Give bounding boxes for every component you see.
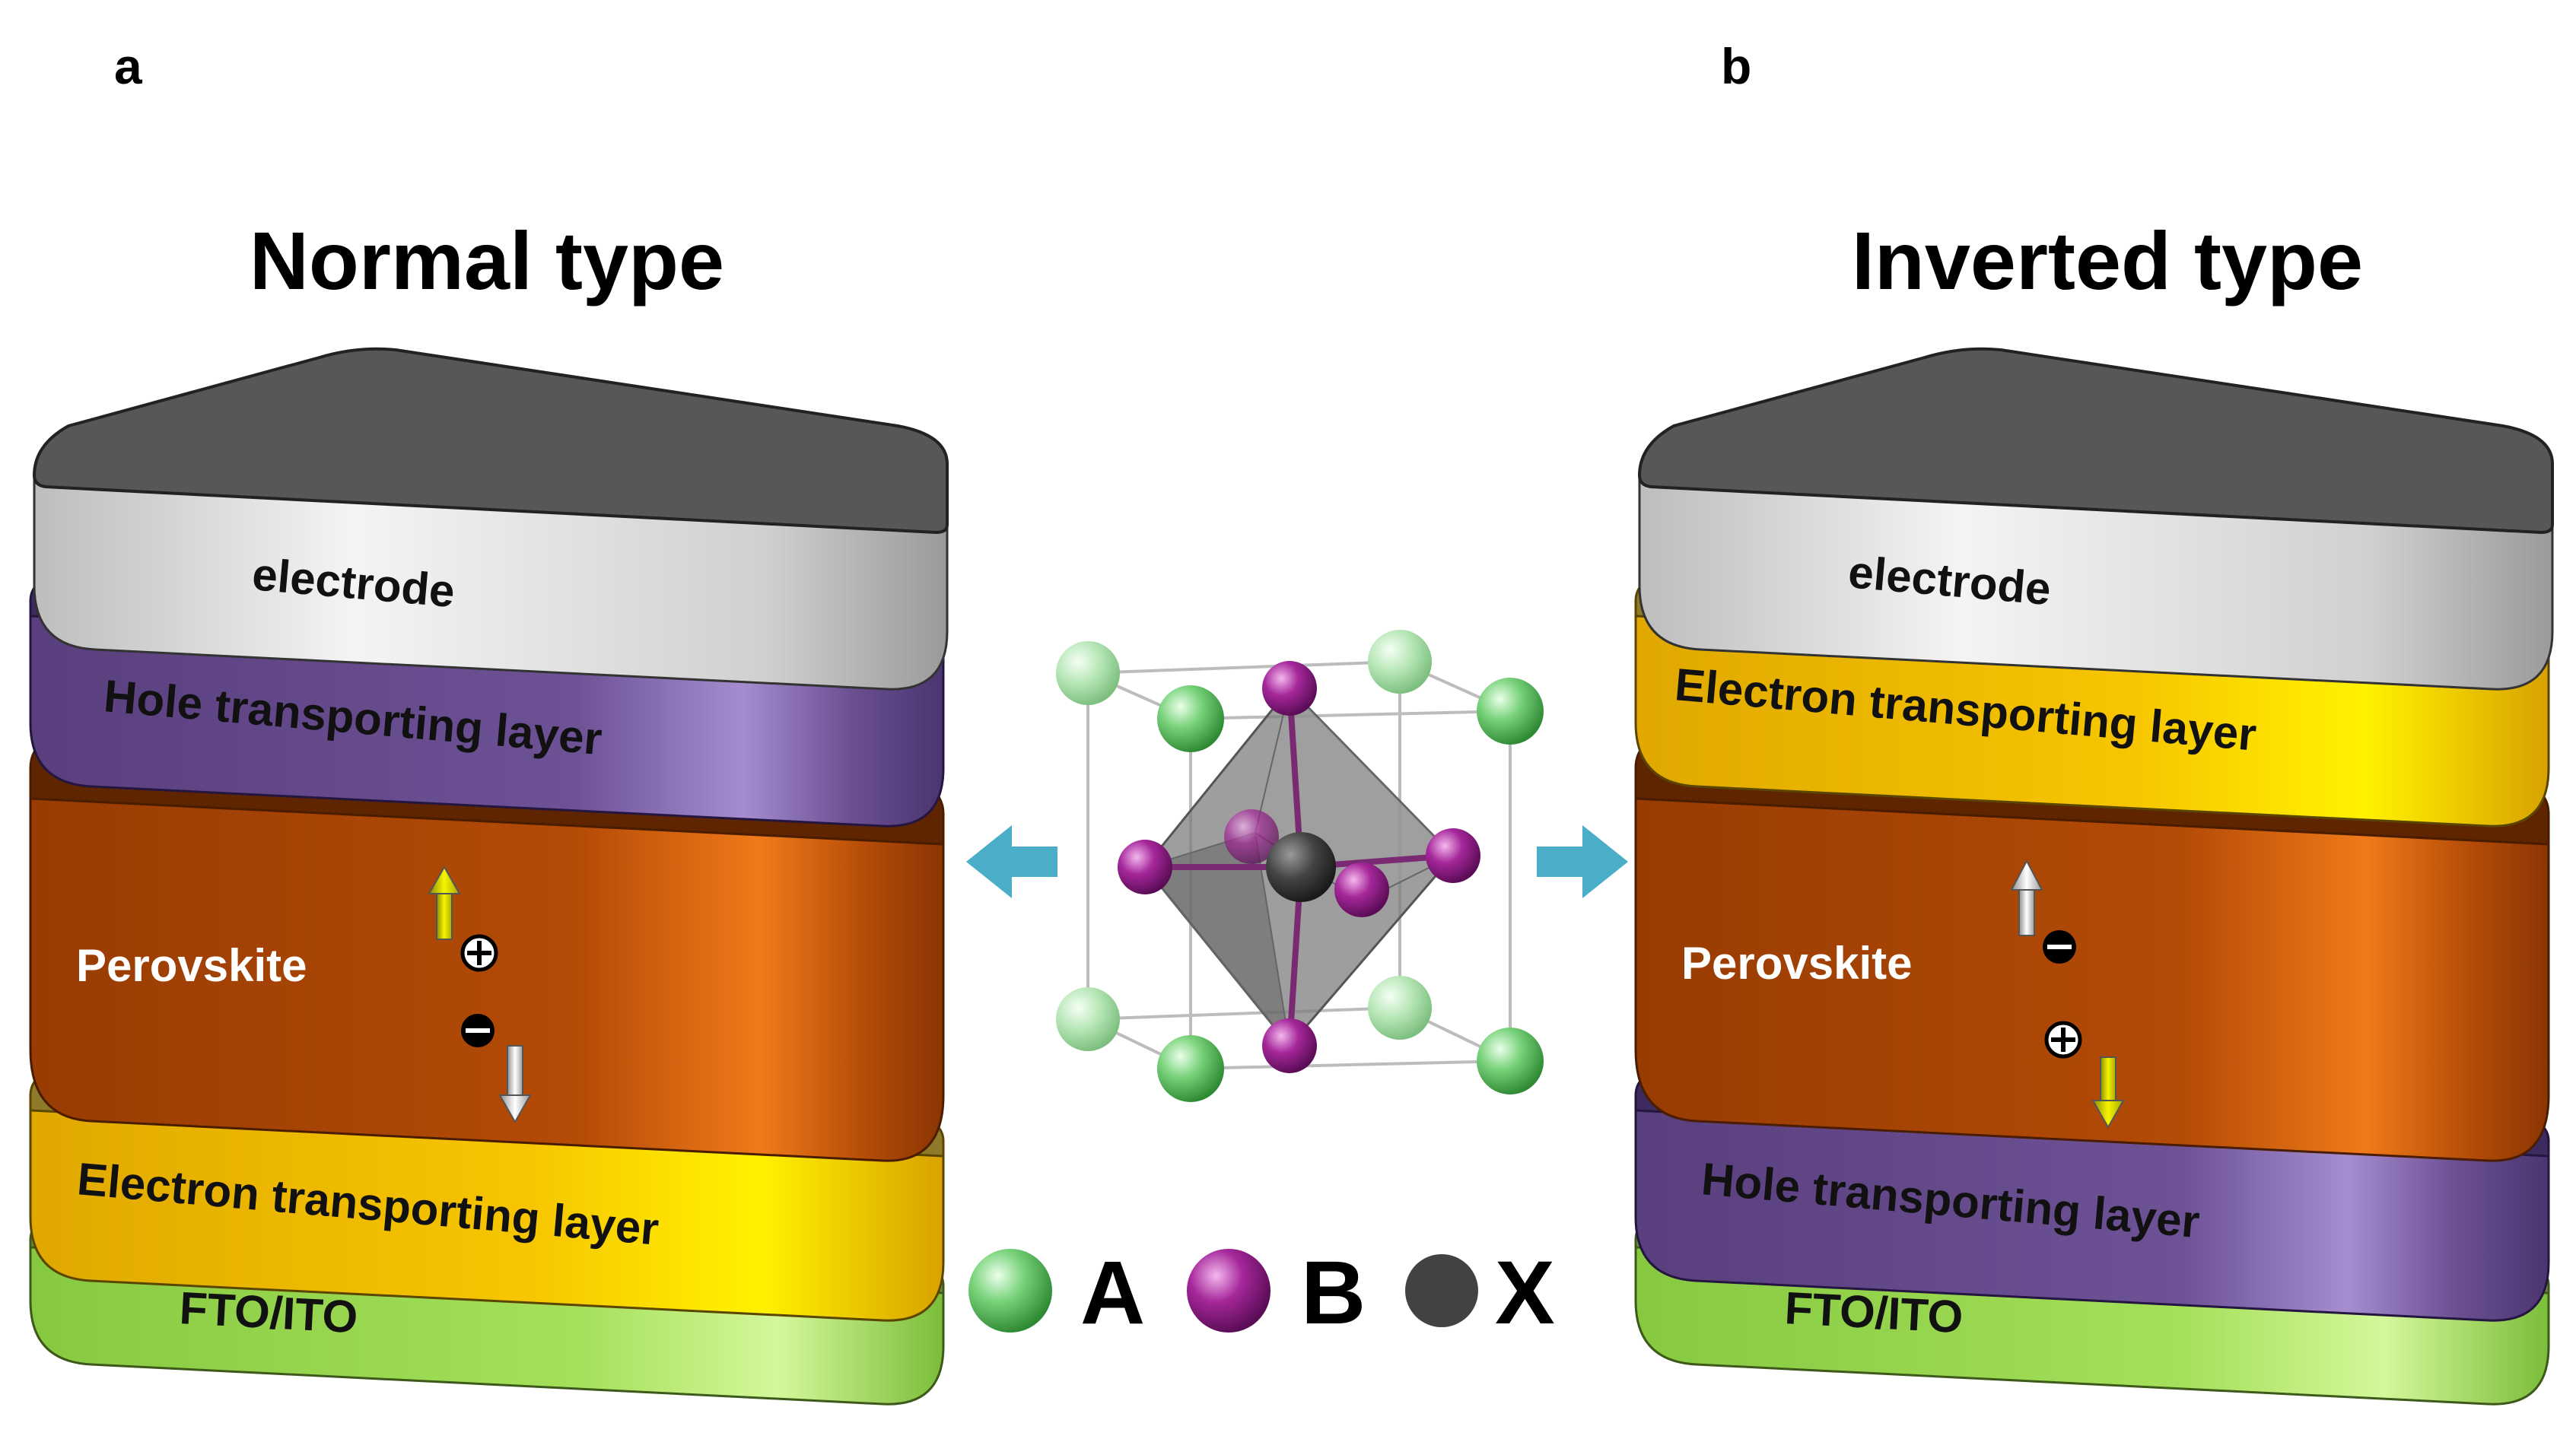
up-arrow-icon: [428, 865, 461, 940]
normal-perovskite-label: Perovskite: [76, 940, 307, 991]
perovskite-crystal-structure: [1056, 630, 1544, 1102]
down-arrow-icon: [2091, 1056, 2125, 1129]
panel-label-b: b: [1721, 38, 1751, 94]
atom-a: [1477, 1028, 1544, 1094]
atom-b: [1224, 809, 1279, 864]
title-inverted-type: Inverted type: [1852, 214, 2363, 307]
atom-b: [1426, 828, 1480, 883]
legend-x-label: X: [1495, 1243, 1555, 1343]
atom-a: [1477, 678, 1544, 745]
legend-atom-b-swatch: [1187, 1249, 1271, 1333]
legend-a-label: A: [1080, 1243, 1145, 1343]
normal-type-stack: FTO/ITO Electron transporting layer Pero…: [29, 347, 949, 1406]
atom-a: [1368, 976, 1432, 1040]
inverted-electrode-layer: electrode: [1637, 347, 2554, 691]
atom-a: [1056, 987, 1120, 1051]
atom-b: [1262, 661, 1317, 716]
atom-b: [1118, 840, 1172, 894]
down-arrow-icon: [498, 1045, 532, 1124]
hole-plus-icon: [460, 934, 498, 972]
atom-a: [1157, 1035, 1224, 1102]
inverted-perovskite-label: Perovskite: [1681, 938, 1913, 989]
legend-atom-a-swatch: [968, 1249, 1052, 1333]
left-arrow-icon: [966, 825, 1057, 898]
legend-atom-x-swatch: [1405, 1254, 1478, 1327]
title-normal-type: Normal type: [250, 214, 724, 307]
legend-b-label: B: [1301, 1243, 1366, 1343]
atom-a: [1368, 630, 1432, 694]
atom-legend: A B X: [968, 1243, 1555, 1343]
atom-b: [1334, 862, 1389, 917]
electron-minus-icon: [2043, 930, 2076, 964]
normal-electrode-layer: electrode: [32, 347, 949, 691]
inverted-type-stack: FTO/ITO Hole transporting layer Perovski…: [1634, 347, 2554, 1406]
panel-label-a: a: [114, 38, 143, 94]
hole-plus-icon: [2044, 1021, 2082, 1059]
electron-minus-icon: [461, 1014, 495, 1047]
atom-x: [1266, 832, 1336, 902]
atom-b: [1262, 1018, 1317, 1073]
up-arrow-icon: [2010, 859, 2043, 936]
right-arrow-icon: [1537, 825, 1628, 898]
atom-a: [1056, 641, 1120, 705]
atom-a: [1157, 685, 1224, 752]
